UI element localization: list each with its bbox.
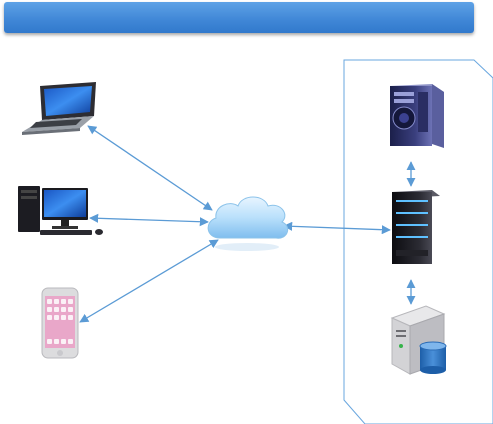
cloud-icon	[207, 196, 289, 251]
connector-cloud-rack	[283, 221, 391, 235]
server-zone-boundary	[343, 59, 493, 424]
connector-laptop-cloud	[87, 125, 213, 211]
connector-phone-cloud	[79, 239, 219, 323]
header-banner	[4, 2, 474, 33]
smartphone-icon	[41, 287, 79, 359]
connector-desktop-cloud	[89, 213, 209, 227]
rack-server-icon	[392, 190, 440, 264]
connectors	[79, 125, 416, 323]
database-server-icon	[390, 305, 447, 375]
tower-server-icon	[390, 84, 444, 148]
desktop-computer-icon	[18, 186, 103, 235]
laptop-icon	[22, 82, 96, 135]
